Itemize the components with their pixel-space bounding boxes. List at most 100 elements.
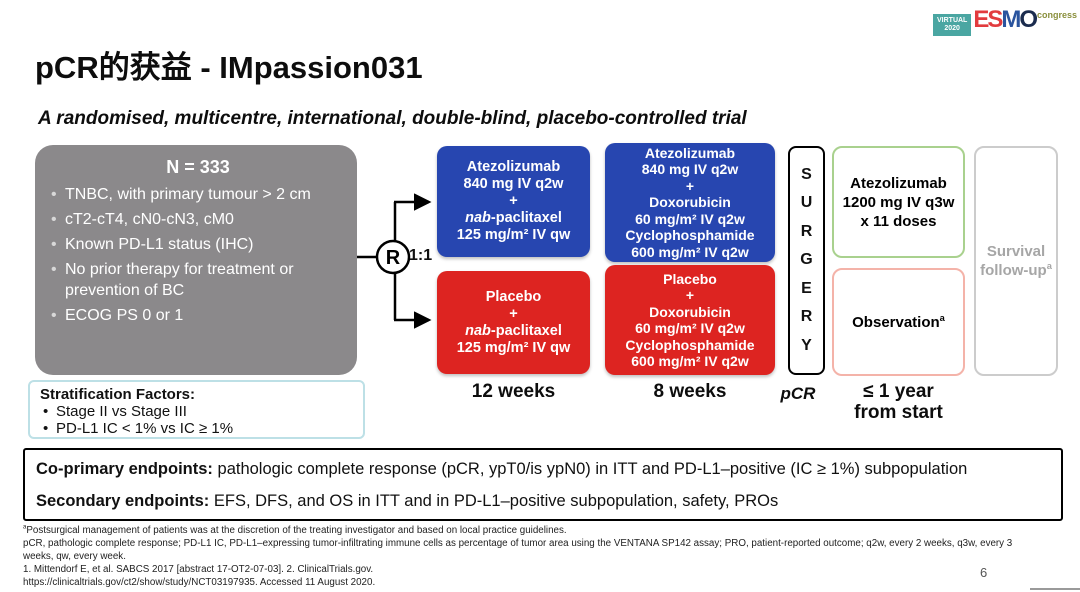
drug-line: Cyclophosphamide bbox=[625, 227, 755, 244]
secondary-label: Secondary endpoints: bbox=[36, 492, 210, 510]
coprimary-endpoints: Co-primary endpoints: pathologic complet… bbox=[36, 459, 1050, 479]
surgery-letter: R bbox=[800, 222, 813, 240]
footnote-text: Postsurgical management of patients was … bbox=[26, 525, 567, 536]
esmo-wordmark: ESMO bbox=[973, 6, 1038, 33]
plus-sign: + bbox=[685, 177, 695, 194]
arm-atezolizumab-nab-paclitaxel: Atezolizumab 840 mg IV q2w + nab-paclita… bbox=[437, 146, 590, 257]
timeline-pcr: pCR bbox=[780, 384, 816, 403]
adjuvant-atezolizumab-box: Atezolizumab 1200 mg IV q3w x 11 doses bbox=[832, 146, 965, 258]
esmo-letter: M bbox=[1001, 6, 1021, 33]
virtual-year: 2020 bbox=[944, 25, 960, 32]
criteria-item: TNBC, with primary tumour > 2 cm bbox=[49, 184, 347, 205]
footnote-line: pCR, pathologic complete response; PD-L1… bbox=[23, 538, 1013, 562]
drug-rest: -paclitaxel bbox=[490, 210, 562, 226]
surgery-box: S U R G E R Y bbox=[788, 146, 825, 375]
drug-line: Atezolizumab bbox=[644, 144, 736, 161]
plus-sign: + bbox=[685, 287, 695, 303]
coprimary-text: pathologic complete response (pCR, ypT0/… bbox=[212, 460, 968, 478]
dose-line: 1200 mg IV q3w bbox=[842, 193, 955, 211]
dose-line: 840 mg IV q2w bbox=[463, 176, 564, 192]
surgery-letter: R bbox=[800, 308, 813, 326]
plus-sign: + bbox=[509, 305, 518, 322]
survival-line: Survival bbox=[986, 243, 1046, 260]
observation-text: Observation bbox=[852, 313, 940, 331]
nab-italic: nab bbox=[465, 322, 491, 339]
surgery-letter: Y bbox=[801, 336, 812, 354]
dose-line: 840 mg IV q2w bbox=[641, 161, 739, 178]
secondary-text: EFS, DFS, and OS in ITT and in PD-L1–pos… bbox=[209, 492, 779, 510]
footnote-marker: a bbox=[1046, 261, 1052, 271]
footnote-marker: a bbox=[23, 524, 27, 531]
drug-rest: -paclitaxel bbox=[490, 322, 562, 339]
criteria-item: Known PD-L1 status (IHC) bbox=[49, 234, 347, 255]
survival-follow-up-box: Survival follow-upa bbox=[974, 146, 1058, 376]
endpoints-box: Co-primary endpoints: pathologic complet… bbox=[23, 448, 1063, 521]
observation-box: Observationa bbox=[832, 268, 965, 376]
drug-line: Atezolizumab bbox=[466, 159, 561, 175]
dose-line: 600 mg/m² IV q2w bbox=[631, 243, 749, 260]
drug-line: Placebo bbox=[663, 270, 717, 287]
footnote-marker: a bbox=[939, 312, 945, 323]
enrollment-criteria-box: N = 333 TNBC, with primary tumour > 2 cm… bbox=[35, 145, 357, 375]
surgery-letter: U bbox=[800, 194, 813, 212]
esmo-letter: S bbox=[987, 6, 1003, 33]
plus-sign: + bbox=[509, 193, 518, 209]
secondary-endpoints: Secondary endpoints: EFS, DFS, and OS in… bbox=[36, 491, 1050, 511]
stratification-item: Stage II vs Stage III bbox=[40, 403, 353, 420]
page-number: 6 bbox=[980, 565, 988, 580]
year-line: ≤ 1 year bbox=[863, 381, 934, 402]
drug-line: nab-paclitaxel bbox=[465, 210, 562, 227]
drug-line: Doxorubicin bbox=[649, 194, 731, 211]
footnote-line: https://clinicaltrials.gov/ct2/show/stud… bbox=[23, 577, 376, 588]
dose-line: 125 mg/m² IV qw bbox=[456, 339, 571, 356]
footnote-line: aPostsurgical management of patients was… bbox=[23, 524, 1033, 537]
stratification-item: PD-L1 IC < 1% vs IC ≥ 1% bbox=[40, 420, 353, 437]
survival-text: follow-up bbox=[980, 262, 1047, 279]
year-line: from start bbox=[854, 402, 943, 423]
arm-placebo-ddac: Placebo + Doxorubicin 60 mg/m² IV q2w Cy… bbox=[605, 265, 775, 375]
drug-line: Cyclophosphamide bbox=[625, 336, 755, 353]
drug-line: nab-paclitaxel bbox=[465, 323, 562, 340]
drug-line: Atezolizumab bbox=[850, 174, 947, 192]
surgery-letter: E bbox=[801, 279, 812, 297]
page-title: pCR的获益 - IMpassion031 bbox=[35, 50, 423, 85]
timeline-8-weeks: 8 weeks bbox=[653, 381, 727, 402]
esmo-letter: E bbox=[973, 6, 989, 33]
drug-line: Placebo bbox=[485, 288, 542, 305]
criteria-item: cT2-cT4, cN0-cN3, cM0 bbox=[49, 209, 347, 230]
esmo-congress-logo: VIRTUAL 2020 ESMO congress bbox=[933, 8, 1077, 36]
randomization-ratio: 1:1 bbox=[409, 247, 433, 264]
arm-placebo-nab-paclitaxel: Placebo + nab-paclitaxel 125 mg/m² IV qw bbox=[437, 271, 590, 374]
sample-size: N = 333 bbox=[166, 157, 230, 177]
dose-line: 60 mg/m² IV q2w bbox=[635, 210, 745, 227]
stratification-list: Stage II vs Stage III PD-L1 IC < 1% vs I… bbox=[40, 403, 353, 437]
surgery-letter: G bbox=[800, 251, 813, 269]
corner-divider bbox=[1030, 588, 1080, 590]
coprimary-label: Co-primary endpoints: bbox=[36, 460, 213, 478]
timeline-12-weeks: 12 weeks bbox=[471, 381, 556, 402]
stratification-factors-box: Stratification Factors: Stage II vs Stag… bbox=[28, 380, 365, 439]
dose-line: 60 mg/m² IV q2w bbox=[635, 320, 745, 336]
dose-line: x 11 doses bbox=[860, 212, 937, 230]
randomization-connector: R bbox=[357, 193, 432, 329]
timeline-1-year: ≤ 1 year from start bbox=[832, 381, 965, 423]
esmo-letter: O bbox=[1019, 6, 1038, 33]
criteria-item: No prior therapy for treatment or preven… bbox=[49, 259, 347, 301]
criteria-item: ECOG PS 0 or 1 bbox=[49, 305, 347, 326]
observation-label: Observationa bbox=[852, 312, 945, 331]
trial-description: A randomised, multicentre, international… bbox=[38, 108, 747, 129]
surgery-letter: S bbox=[801, 165, 812, 183]
arm-atezolizumab-ddac: Atezolizumab 840 mg IV q2w + Doxorubicin… bbox=[605, 143, 775, 262]
drug-line: Doxorubicin bbox=[649, 303, 731, 320]
dose-line: 600 mg/m² IV q2w bbox=[631, 353, 749, 369]
footnote-line: 1. Mittendorf E, et al. SABCS 2017 [abst… bbox=[23, 564, 374, 575]
virtual-2020-badge: VIRTUAL 2020 bbox=[933, 14, 972, 36]
congress-label: congress bbox=[1037, 10, 1078, 20]
survival-line: follow-upa bbox=[980, 261, 1052, 280]
dose-line: 125 mg/m² IV qw bbox=[456, 227, 571, 243]
randomization-circle bbox=[375, 239, 411, 275]
nab-italic: nab bbox=[465, 210, 491, 226]
randomization-symbol: R bbox=[386, 247, 401, 269]
footnotes: aPostsurgical management of patients was… bbox=[23, 524, 1033, 589]
